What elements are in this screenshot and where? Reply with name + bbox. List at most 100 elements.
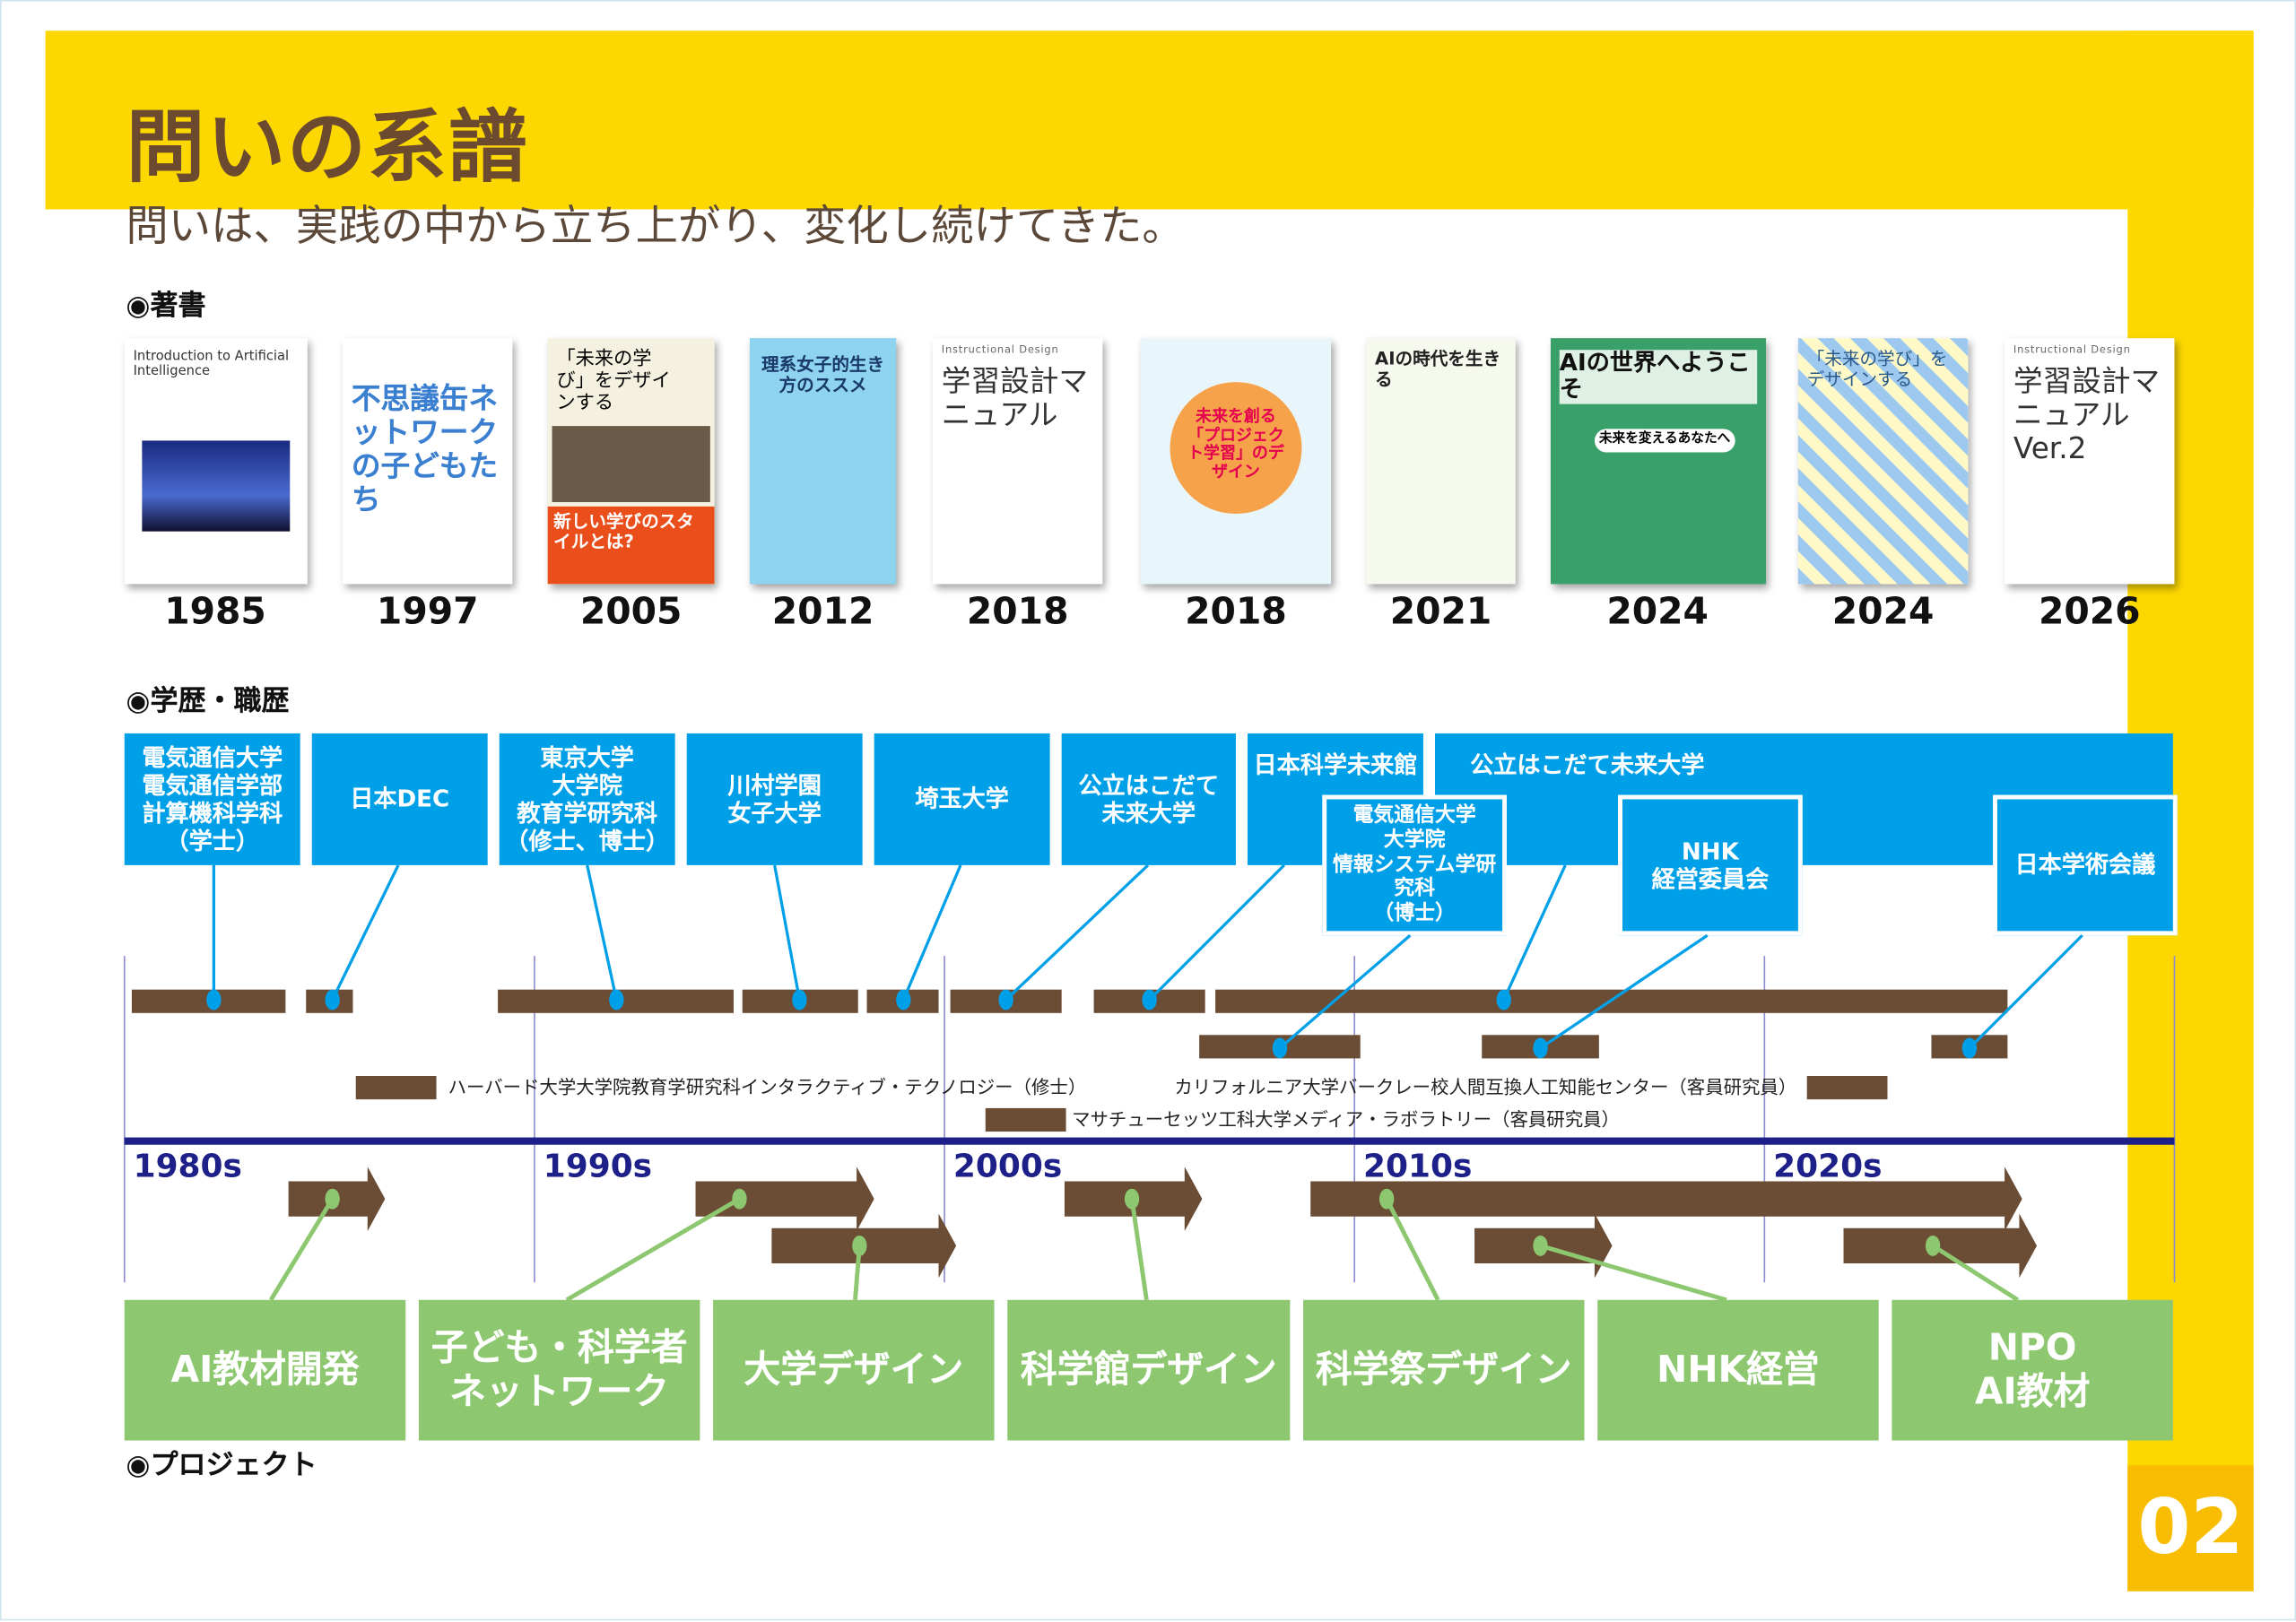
page-number: 02 bbox=[2127, 1465, 2254, 1592]
book-subtitle: 未来を変えるあなたへ bbox=[1594, 429, 1735, 453]
legend-swatch bbox=[355, 1075, 437, 1100]
project-box: 子ども・科学者 ネットワーク bbox=[418, 1299, 700, 1441]
book-title: 学習設計マニュアル bbox=[941, 362, 1089, 432]
career-box: 公立はこだて 未来大学 bbox=[1061, 733, 1236, 865]
connector bbox=[1502, 864, 1567, 1001]
book-title: 「未来の学び」をデザインする bbox=[1806, 348, 1948, 389]
book-year: 1985 bbox=[164, 589, 266, 633]
book-subtitle: Instructional Design bbox=[941, 343, 1059, 356]
book-year: 2012 bbox=[771, 589, 874, 633]
connector bbox=[268, 1197, 335, 1302]
dot bbox=[1272, 1037, 1288, 1059]
connector bbox=[1004, 863, 1150, 1002]
dot bbox=[998, 989, 1013, 1010]
header-band bbox=[45, 30, 2254, 210]
decade-label: 2000s bbox=[952, 1149, 1063, 1186]
book-year: 2005 bbox=[579, 589, 683, 633]
dot bbox=[1124, 1188, 1140, 1210]
career-box: 電気通信大学 電気通信学部 計算機科学科 （学士） bbox=[124, 733, 300, 865]
dot bbox=[206, 989, 222, 1010]
dot bbox=[852, 1235, 867, 1256]
book-illustration bbox=[142, 440, 291, 532]
book-year: 2024 bbox=[1606, 589, 1709, 633]
connector bbox=[1384, 1198, 1440, 1301]
connector bbox=[901, 864, 962, 1001]
section-career: ◉学歴・職歴 bbox=[126, 685, 290, 717]
career-box: 東京大学 大学院 教育学研究科 （修士、博士） bbox=[499, 733, 675, 865]
book-cover: AIの時代を生きる bbox=[1366, 338, 1516, 585]
book-title: 未来を創る「プロジェクト学習」のデザイン bbox=[1187, 406, 1284, 482]
career-connectors bbox=[212, 863, 2083, 1050]
project-dots bbox=[325, 1188, 1941, 1256]
book-cover: Instructional Design 学習設計マニュアル bbox=[932, 338, 1103, 585]
book-photo bbox=[552, 426, 710, 502]
dot bbox=[792, 989, 807, 1010]
legend-label: カリフォルニア大学バークレー校人間互換人工知能センター（客員研究員） bbox=[1174, 1075, 1797, 1098]
book-title: AIの時代を生きる bbox=[1375, 348, 1501, 389]
project-arrow bbox=[1310, 1167, 2022, 1232]
connector bbox=[1278, 934, 1412, 1050]
legend-swatch bbox=[985, 1107, 1066, 1132]
dot bbox=[1961, 1037, 1978, 1059]
dot bbox=[1533, 1235, 1548, 1256]
book-subtitle: 新しい学びのスタイルとは? bbox=[547, 506, 715, 585]
legend-label: ハーバード大学大学院教育学研究科インタラクティブ・テクノロジー（修士） bbox=[448, 1075, 1087, 1098]
book-cover: AIの世界へようこそ 未来を変えるあなたへ bbox=[1550, 338, 1766, 585]
dot bbox=[1496, 989, 1511, 1010]
connector bbox=[773, 864, 802, 1001]
connector bbox=[1148, 863, 1285, 1002]
book-cover: 「未来の学び」をデザインする bbox=[1797, 338, 1969, 585]
connector bbox=[1968, 934, 2083, 1050]
book-title: AIの世界へようこそ bbox=[1559, 349, 1758, 404]
career-bars bbox=[131, 989, 2008, 1059]
decade-label: 2020s bbox=[1773, 1149, 1883, 1186]
book-cover: 理系女子的生き方のススメ bbox=[749, 338, 897, 585]
project-arrow bbox=[695, 1167, 874, 1232]
book-year: 1997 bbox=[376, 589, 479, 633]
book-year: 2018 bbox=[1185, 589, 1287, 633]
dot bbox=[732, 1188, 747, 1210]
decade-label: 2010s bbox=[1362, 1149, 1473, 1186]
legend-swatch bbox=[1806, 1075, 1888, 1100]
book-title: 学習設計マニュアル Ver.2 bbox=[2013, 362, 2161, 466]
timeline-axis bbox=[124, 1137, 2175, 1145]
book-year: 2026 bbox=[2038, 589, 2141, 633]
book-cover: 未来を創る「プロジェクト学習」のデザイン bbox=[1140, 338, 1332, 585]
career-box: 埼玉大学 bbox=[874, 733, 1050, 865]
book-year: 2024 bbox=[1831, 589, 1935, 633]
dot bbox=[896, 989, 911, 1010]
dot bbox=[1142, 989, 1157, 1010]
book-cover: Instructional Design 学習設計マニュアル Ver.2 bbox=[2005, 338, 2175, 585]
project-box: 大学デザイン bbox=[713, 1299, 995, 1441]
book-cover: 不思議缶ネットワークの子どもたち bbox=[343, 338, 513, 585]
section-books: ◉著書 bbox=[126, 290, 206, 323]
book-title: 不思議缶ネットワークの子どもたち bbox=[351, 380, 499, 517]
career-box: NHK 経営委員会 bbox=[1618, 794, 1803, 936]
project-box: NHK経営 bbox=[1597, 1299, 1879, 1441]
book-title: Introduction to Artificial Intelligence bbox=[133, 350, 290, 380]
section-projects: ◉プロジェクト bbox=[126, 1449, 317, 1482]
project-box: 科学祭デザイン bbox=[1303, 1299, 1585, 1441]
book-subtitle: Instructional Design bbox=[2013, 343, 2131, 356]
connector bbox=[331, 864, 400, 1001]
book-circle bbox=[1170, 382, 1302, 515]
connector bbox=[1129, 1198, 1149, 1301]
book-year: 2018 bbox=[966, 589, 1069, 633]
career-box: 日本学術会議 bbox=[1993, 794, 2178, 936]
project-box: 科学館デザイン bbox=[1007, 1299, 1291, 1441]
dot bbox=[1533, 1037, 1548, 1059]
dot bbox=[609, 989, 624, 1010]
book-cover: 「未来の学び」をデザインする 新しい学びのスタイルとは? bbox=[547, 338, 715, 585]
project-box: NPO AI教材 bbox=[1892, 1299, 2173, 1441]
career-box: 川村学園 女子大学 bbox=[686, 733, 863, 865]
book-title: 理系女子的生き方のススメ bbox=[761, 354, 885, 395]
connector bbox=[586, 864, 618, 1001]
dot bbox=[1925, 1235, 1941, 1256]
dot bbox=[325, 989, 340, 1010]
dot bbox=[1378, 1188, 1395, 1210]
decade-label: 1990s bbox=[543, 1149, 653, 1186]
career-box: 電気通信大学 大学院 情報システム学研究科 （博士） bbox=[1322, 794, 1507, 936]
decade-label: 1980s bbox=[133, 1149, 242, 1186]
